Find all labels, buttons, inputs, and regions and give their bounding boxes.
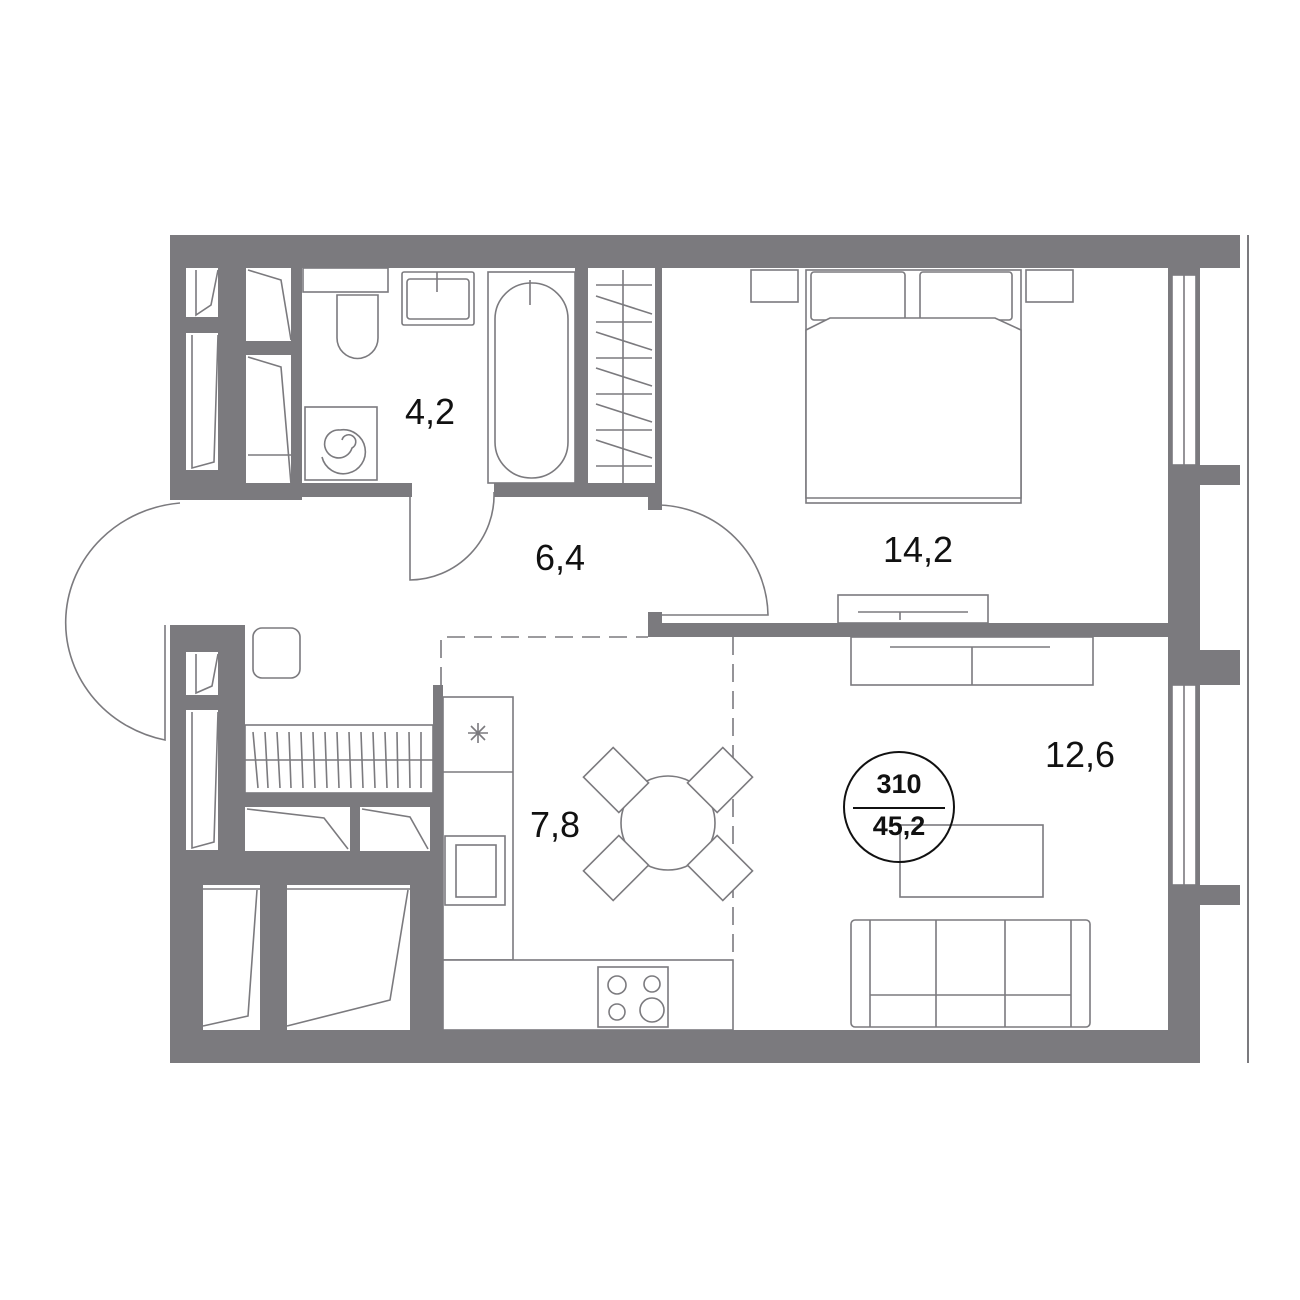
room-area-bathroom: 4,2 bbox=[404, 391, 456, 432]
badge-divider bbox=[853, 807, 945, 809]
apartment-badge: 310 45,2 bbox=[843, 751, 955, 863]
kitchen-living-furniture bbox=[440, 636, 1094, 1031]
room-area-kitchen: 7,8 bbox=[529, 804, 581, 845]
apartment-number: 310 bbox=[876, 769, 922, 799]
room-area-bedroom: 14,2 bbox=[882, 529, 954, 570]
room-area-hallway: 6,4 bbox=[534, 537, 586, 578]
total-area: 45,2 bbox=[872, 811, 926, 841]
room-area-living-room: 12,6 bbox=[1044, 734, 1116, 775]
bedroom-furniture bbox=[750, 269, 1074, 624]
doors[interactable] bbox=[64, 491, 769, 741]
bathroom-fixtures bbox=[302, 267, 653, 484]
walls bbox=[170, 235, 1249, 1063]
